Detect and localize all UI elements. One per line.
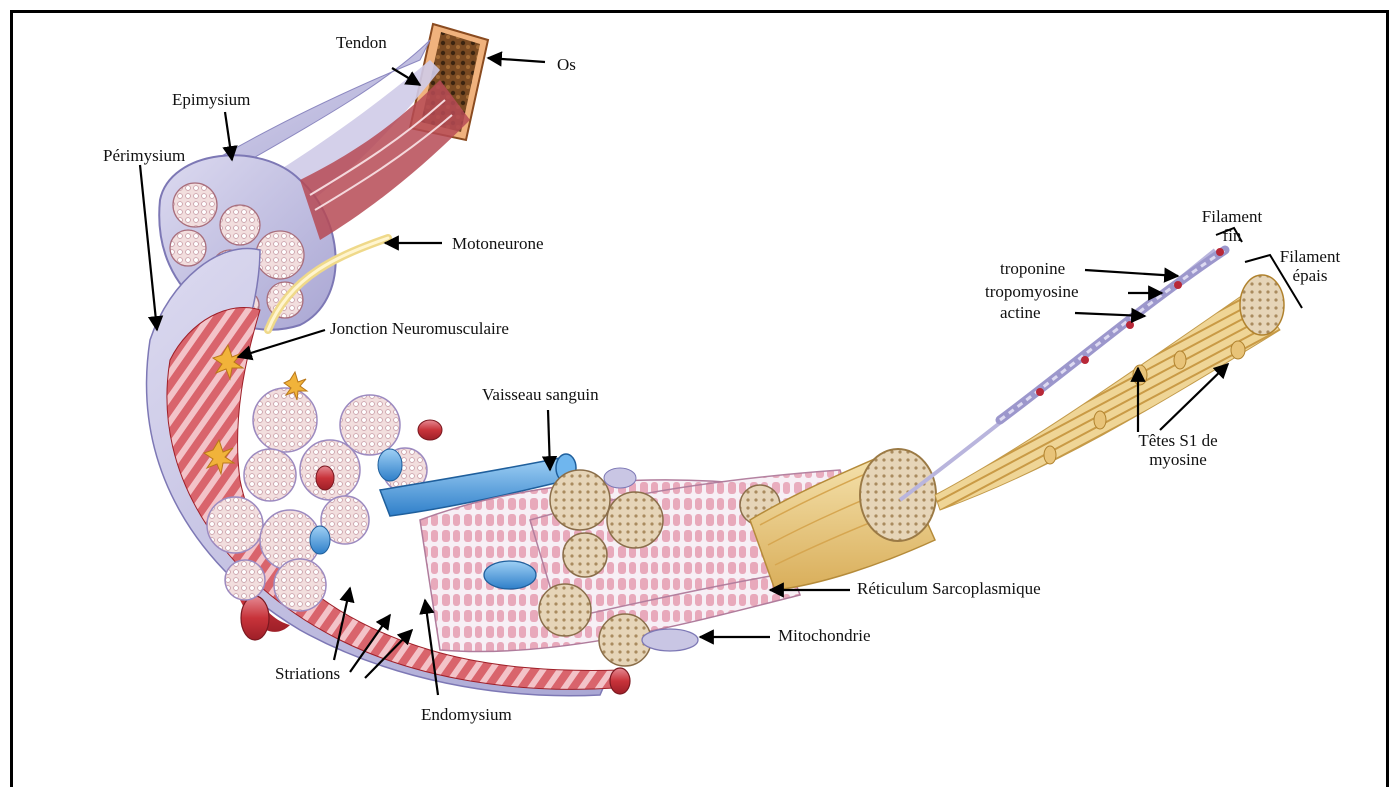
label-tropomyosine: tropomyosine (985, 282, 1079, 301)
label-epimysium: Epimysium (172, 90, 250, 109)
label-vaisseau-sanguin: Vaisseau sanguin (482, 385, 599, 404)
label-tetes-s1-myosine: Têtes S1 de myosine (1128, 431, 1228, 469)
label-perimysium: Périmysium (103, 146, 185, 165)
label-filament-fin: Filament fin (1192, 207, 1272, 245)
label-filament-epais-line1: Filament (1280, 247, 1340, 266)
label-filament-fin-line1: Filament (1202, 207, 1262, 226)
label-mitochondrie: Mitochondrie (778, 626, 871, 645)
thick-filament (935, 275, 1284, 510)
label-striations: Striations (275, 664, 340, 683)
arrow-os (488, 58, 545, 62)
label-os: Os (557, 55, 576, 74)
label-troponine: troponine (1000, 259, 1065, 278)
label-filament-epais: Filament épais (1270, 247, 1350, 285)
arrow-troponine (1085, 270, 1178, 276)
label-filament-fin-line2: fin (1223, 226, 1242, 245)
label-endomysium: Endomysium (421, 705, 512, 724)
label-filament-epais-line2: épais (1293, 266, 1328, 285)
label-actine: actine (1000, 303, 1041, 322)
label-reticulum-sarcoplasmique: Réticulum Sarcoplasmique (857, 579, 1041, 598)
myofibril (750, 449, 936, 590)
label-tetes-line1: Têtes S1 de (1138, 431, 1217, 450)
arrow-perimysium (140, 165, 157, 330)
label-tendon: Tendon (336, 33, 387, 52)
label-jonction-neuromusculaire: Jonction Neuromusculaire (330, 319, 509, 338)
label-motoneurone: Motoneurone (452, 234, 544, 253)
label-tetes-line2: myosine (1149, 450, 1207, 469)
